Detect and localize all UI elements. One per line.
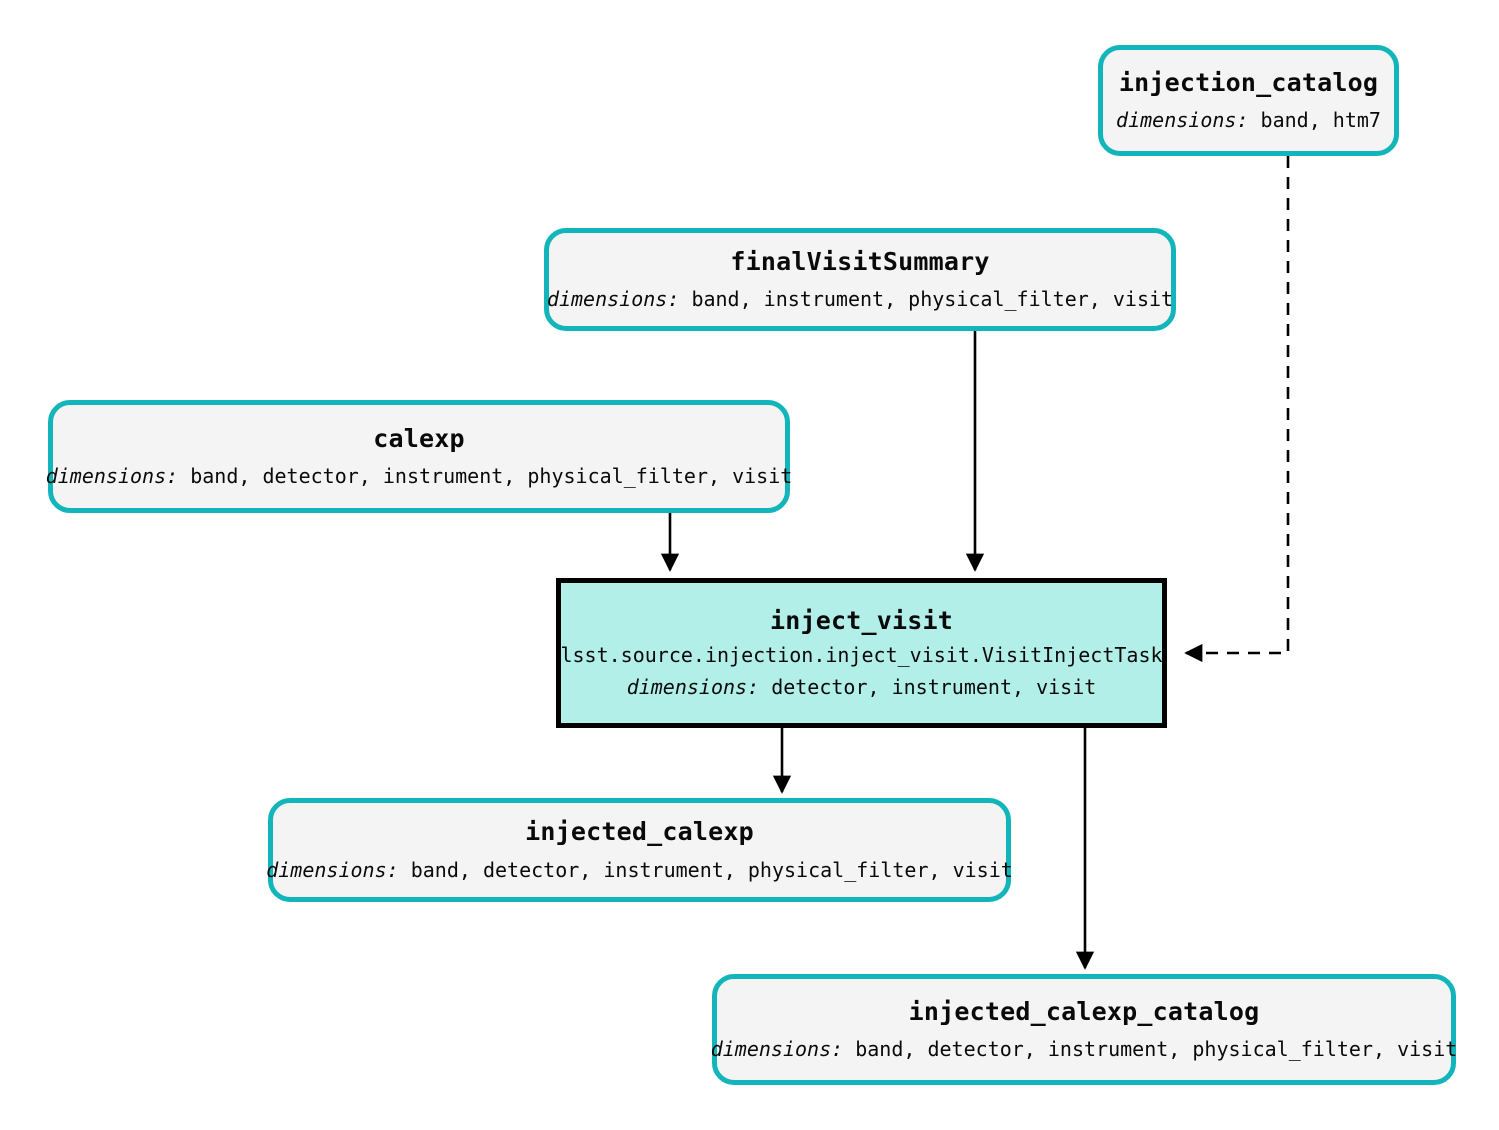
dataset-node-finalvisitsummary[interactable]: finalVisitSummary dimensions: band, inst… <box>544 228 1176 331</box>
dataset-node-injected-calexp-catalog[interactable]: injected_calexp_catalog dimensions: band… <box>711 974 1458 1085</box>
dimensions-label: dimensions: <box>626 674 760 699</box>
task-node-inject-visit[interactable]: inject_visit lsst.source.injection.injec… <box>556 578 1167 728</box>
dataset-node-injection-catalog[interactable]: injection_catalog dimensions: band, htm7 <box>1098 45 1399 156</box>
dimensions-label: dimensions: <box>45 464 179 489</box>
node-dimensions: dimensions: detector, instrument, visit <box>626 674 1097 699</box>
node-dimensions: dimensions: band, detector, instrument, … <box>711 1038 1458 1061</box>
node-title: calexp <box>373 423 465 453</box>
node-task-class: lsst.source.injection.inject_visit.Visit… <box>560 642 1163 667</box>
dimensions-value: band, instrument, physical_filter, visit <box>691 287 1174 312</box>
dimensions-value: band, detector, instrument, physical_fil… <box>410 857 1013 882</box>
dataset-node-calexp[interactable]: calexp dimensions: band, detector, instr… <box>46 400 793 513</box>
node-title: finalVisitSummary <box>730 246 990 276</box>
dimensions-value: band, htm7 <box>1260 108 1381 133</box>
dimensions-value: band, detector, instrument, physical_fil… <box>190 464 793 489</box>
node-dimensions: dimensions: band, detector, instrument, … <box>46 465 793 488</box>
dataset-node-injected-calexp[interactable]: injected_calexp dimensions: band, detect… <box>266 798 1013 902</box>
edge-injection-catalog-to-inject-visit <box>1184 156 1290 663</box>
node-dimensions: dimensions: band, htm7 <box>1116 109 1381 132</box>
node-title: injection_catalog <box>1118 67 1379 97</box>
dimensions-value: band, detector, instrument, physical_fil… <box>855 1037 1458 1062</box>
dimensions-label: dimensions: <box>266 857 399 882</box>
dimensions-value: detector, instrument, visit <box>771 674 1097 699</box>
dimensions-label: dimensions: <box>546 287 680 312</box>
node-dimensions: dimensions: band, instrument, physical_f… <box>547 288 1173 311</box>
dimensions-label: dimensions: <box>1116 108 1249 133</box>
dimensions-label: dimensions: <box>710 1037 844 1062</box>
node-title: injected_calexp <box>525 817 754 847</box>
node-title: inject_visit <box>769 606 953 636</box>
node-title: injected_calexp_catalog <box>908 996 1260 1026</box>
node-dimensions: dimensions: band, detector, instrument, … <box>266 857 1013 882</box>
